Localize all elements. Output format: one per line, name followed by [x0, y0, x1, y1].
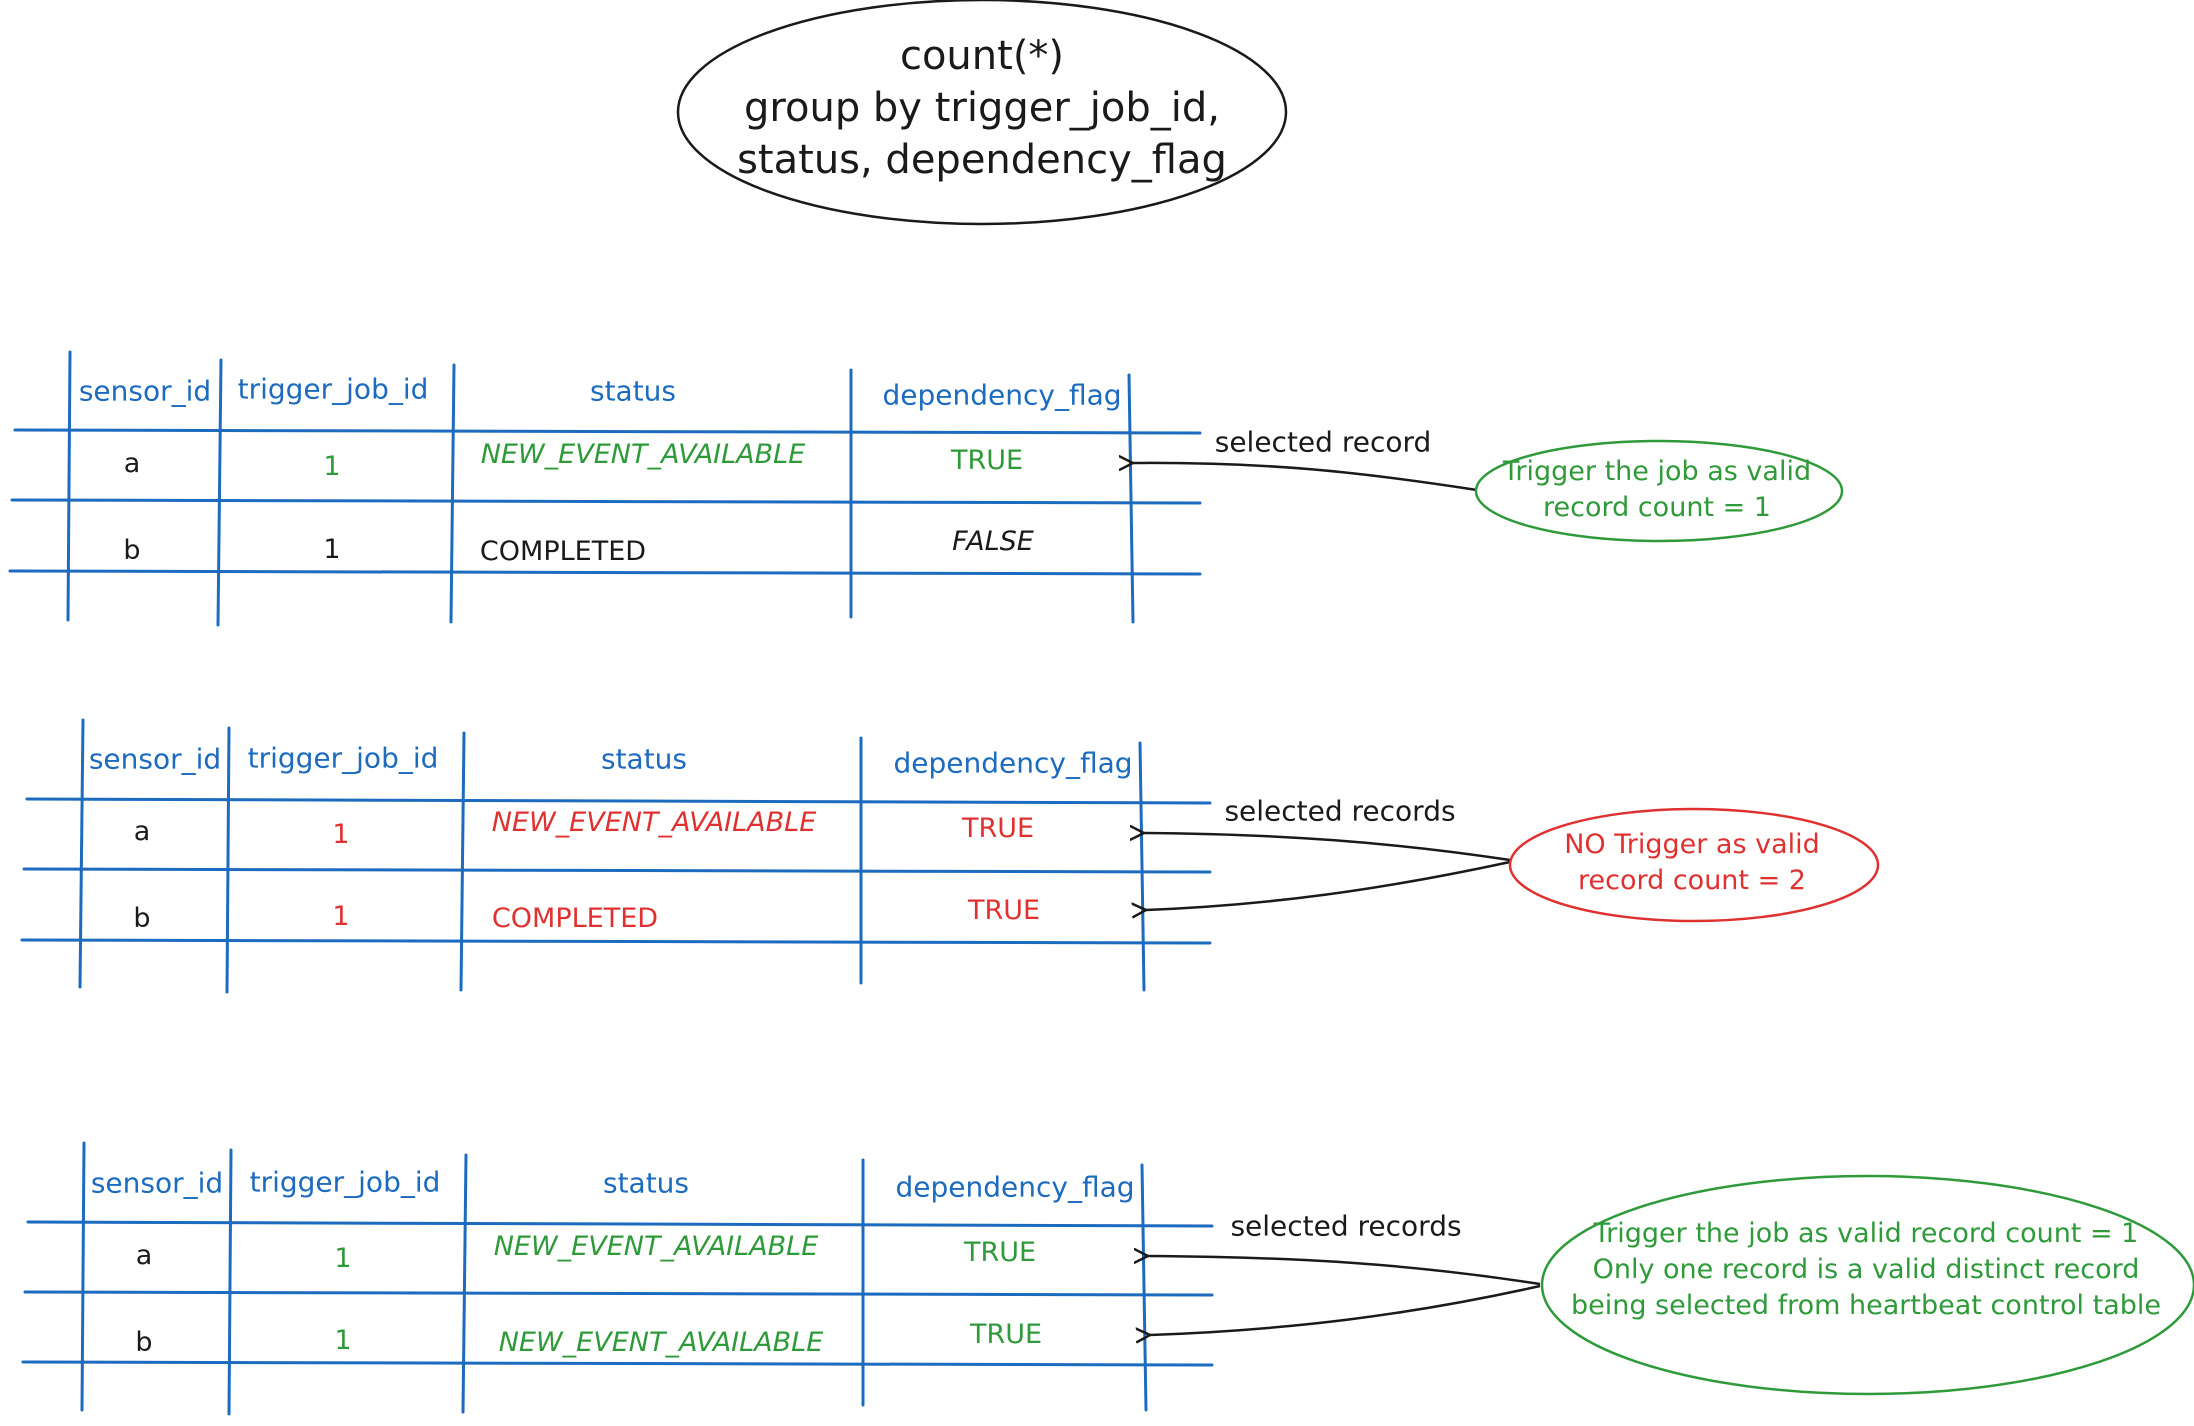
table-2-row-1-sensor-id: a — [133, 816, 151, 848]
table-3-note-line-3: being selected from heartbeat control ta… — [1570, 1290, 2162, 1321]
table-1-vline-1 — [66, 350, 72, 622]
table-1-row-1-sensor-id: a — [123, 448, 141, 480]
table-3-hline-row1 — [23, 1290, 1214, 1297]
table-1-row-2-sensor-id: b — [123, 535, 141, 567]
arrow-3b — [1150, 1284, 1541, 1335]
table-3-header-sensor-id: sensor_id — [90, 1166, 224, 1200]
table-2-vline-5 — [1138, 741, 1146, 992]
table-3-hline-row2 — [21, 1360, 1214, 1367]
table-1-grid — [8, 350, 1202, 627]
table-1-header-dependency-flag: dependency_flag — [882, 378, 1122, 412]
arrow-1 — [1133, 463, 1478, 492]
arrow-3a — [1148, 1256, 1541, 1286]
title-ellipse — [676, 0, 1288, 226]
table-2-hline-header — [25, 797, 1212, 805]
table-2-row-1-trigger-job-id: 1 — [332, 819, 350, 851]
table-1-vline-5 — [1127, 373, 1135, 624]
table-3-vline-5 — [1140, 1163, 1148, 1412]
table-1-row-1-status: NEW_EVENT_AVAILABLE — [480, 439, 806, 471]
table-1-row-2-trigger-job-id: 1 — [323, 534, 341, 566]
table-2-row-2-trigger-job-id: 1 — [332, 901, 350, 933]
table-1-vline-3 — [449, 363, 456, 624]
table-1-hline-row1 — [10, 498, 1202, 505]
table-2-header-trigger-job-id: trigger_job_id — [247, 741, 439, 775]
table-3-vline-2 — [227, 1148, 233, 1416]
table-3-row-2-sensor-id: b — [135, 1327, 153, 1359]
table-3-note-line-2: Only one record is a valid distinct reco… — [1592, 1254, 2140, 1285]
table-2-note-line-1: NO Trigger as valid — [1564, 829, 1820, 860]
table-2-vline-3 — [459, 731, 466, 992]
title-line-3: status, dependency_flag — [737, 137, 1227, 183]
table-3-note-line-1: Trigger the job as valid record count = … — [1593, 1218, 2139, 1249]
table-1-hline-header — [13, 428, 1202, 435]
note-1-ellipse — [1474, 439, 1844, 543]
table-3-header-dependency-flag: dependency_flag — [895, 1170, 1135, 1204]
table-1-hline-row2 — [8, 569, 1202, 576]
table-2-arrow-label: selected records — [1224, 794, 1456, 828]
title-line-1: count(*) — [899, 33, 1065, 79]
table-3-note: Trigger the job as valid record count = … — [1571, 1216, 2161, 1324]
table-1-row-2-status: COMPLETED — [479, 536, 647, 568]
table-2-row-2-status: COMPLETED — [491, 903, 659, 935]
arrow-2b — [1146, 860, 1511, 910]
table-2-grid — [20, 718, 1212, 994]
table-3-row-1-status: NEW_EVENT_AVAILABLE — [493, 1231, 819, 1263]
table-3-row-2-status: NEW_EVENT_AVAILABLE — [498, 1327, 824, 1359]
table-2-row-1-status: NEW_EVENT_AVAILABLE — [491, 807, 817, 839]
table-2-vline-1 — [78, 718, 85, 989]
table-2-vline-2 — [225, 726, 231, 994]
table-1-vline-2 — [216, 358, 223, 627]
table-3-row-2-dependency-flag: TRUE — [969, 1319, 1043, 1351]
table-2-header-dependency-flag: dependency_flag — [893, 746, 1133, 780]
table-1-arrow-label: selected record — [1214, 425, 1432, 459]
arrow-2a — [1144, 833, 1511, 862]
table-1-note-line-1: Trigger the job as valid — [1502, 456, 1812, 487]
table-1-row-1-trigger-job-id: 1 — [323, 451, 341, 483]
note-2-ellipse — [1508, 807, 1880, 923]
table-1-note: Trigger the job as valid record count = … — [1503, 454, 1811, 526]
table-2-hline-row1 — [22, 867, 1212, 874]
table-3-vline-3 — [461, 1153, 468, 1414]
table-3-grid — [21, 1141, 1214, 1416]
table-2-note: NO Trigger as valid record count = 2 — [1564, 827, 1820, 899]
table-2-note-line-2: record count = 2 — [1578, 865, 1806, 896]
table-1-note-line-2: record count = 1 — [1543, 492, 1771, 523]
title-text: count(*) group by trigger_job_id, status… — [737, 30, 1227, 186]
table-3-header-trigger-job-id: trigger_job_id — [249, 1165, 441, 1199]
table-3-header-status: status — [602, 1166, 690, 1200]
table-3-row-1-sensor-id: a — [135, 1240, 153, 1272]
table-3-arrow-label: selected records — [1230, 1209, 1462, 1243]
note-3-ellipse — [1540, 1174, 2194, 1396]
table-3-row-1-dependency-flag: TRUE — [963, 1237, 1037, 1269]
table-3-vline-1 — [80, 1141, 86, 1412]
table-2-row-2-dependency-flag: TRUE — [967, 895, 1041, 927]
table-2-header-status: status — [600, 742, 688, 776]
table-3-hline-header — [26, 1220, 1214, 1228]
table-1-row-1-dependency-flag: TRUE — [950, 445, 1024, 477]
title-line-2: group by trigger_job_id, — [744, 85, 1220, 131]
table-1-row-2-dependency-flag: FALSE — [952, 526, 1034, 558]
table-2-header-sensor-id: sensor_id — [88, 742, 222, 776]
table-2-hline-row2 — [20, 938, 1212, 945]
table-1-header-status: status — [589, 374, 677, 408]
table-3-row-1-trigger-job-id: 1 — [334, 1243, 352, 1275]
table-1-header-trigger-job-id: trigger_job_id — [237, 372, 429, 406]
table-1-header-sensor-id: sensor_id — [78, 374, 212, 408]
table-2-row-1-dependency-flag: TRUE — [961, 813, 1035, 845]
table-2-row-2-sensor-id: b — [133, 903, 151, 935]
table-3-row-2-trigger-job-id: 1 — [334, 1325, 352, 1357]
